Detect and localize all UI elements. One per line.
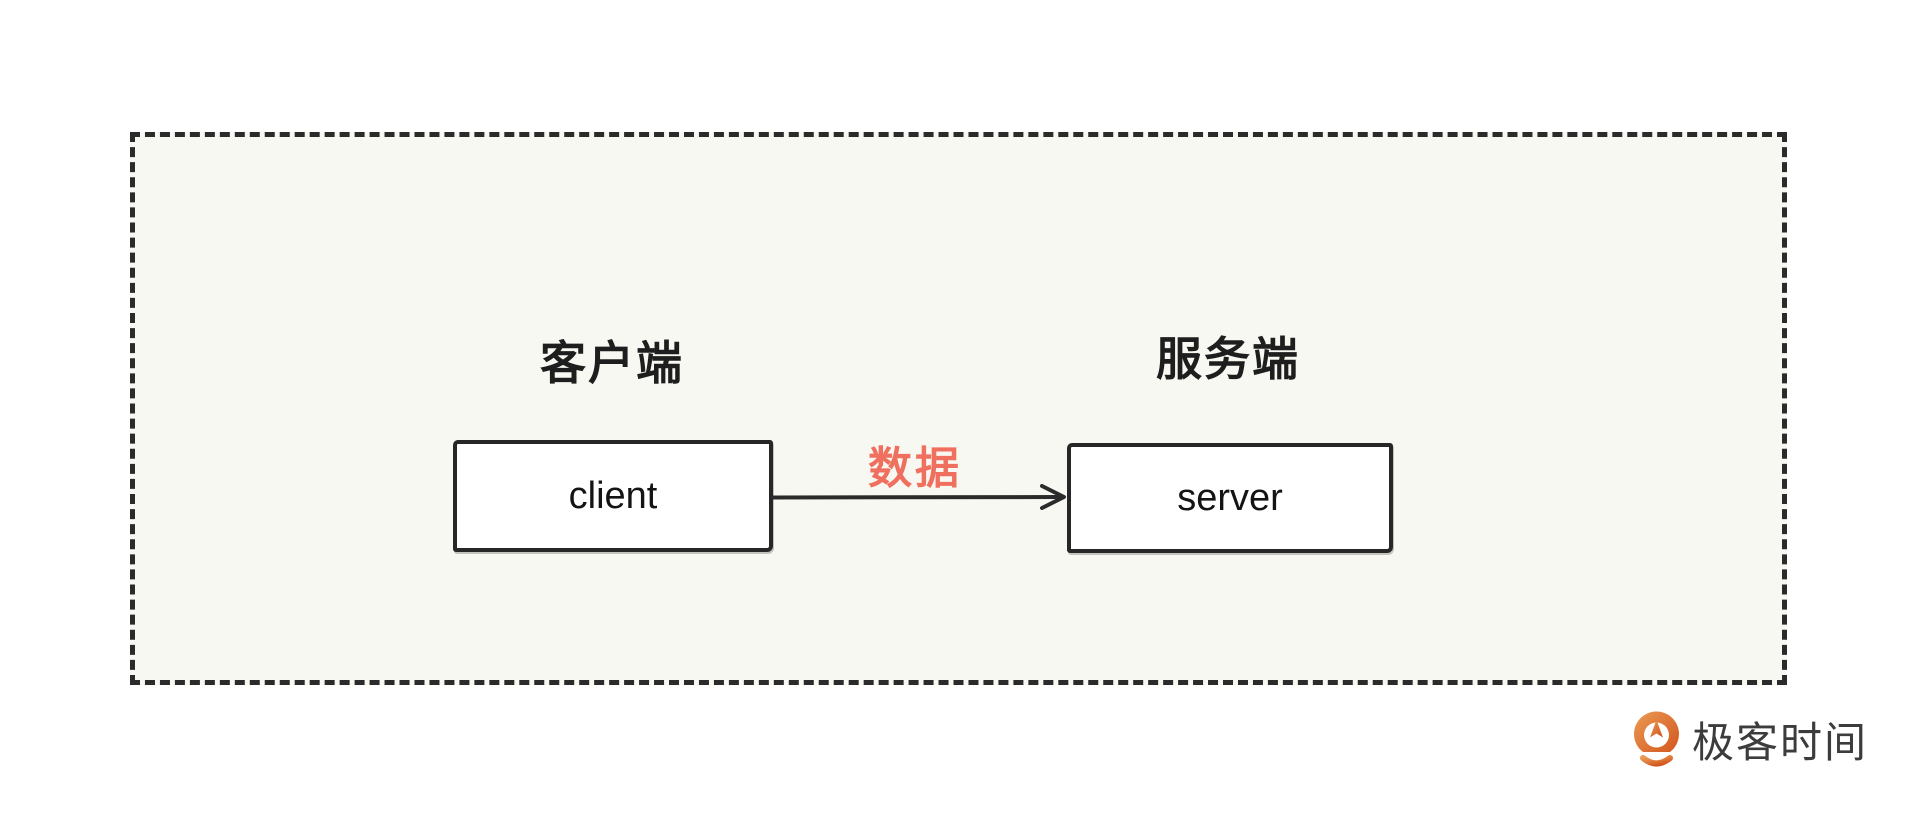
brand-logo-text: 极客时间 — [1692, 719, 1869, 766]
server-box-label: server — [1177, 476, 1283, 519]
brand-logo: 极客时间 — [1630, 710, 1868, 772]
client-title: 客户端 — [540, 337, 684, 389]
data-flow-arrow-icon — [771, 484, 1066, 510]
client-box-label: client — [568, 474, 658, 517]
boundary-frame — [130, 132, 1787, 685]
arrow-label: 数据 — [868, 444, 962, 493]
server-title: 服务端 — [1156, 333, 1300, 385]
server-box: server — [1067, 443, 1393, 553]
geektime-logo-icon — [1632, 711, 1681, 767]
client-box: client — [453, 440, 773, 552]
